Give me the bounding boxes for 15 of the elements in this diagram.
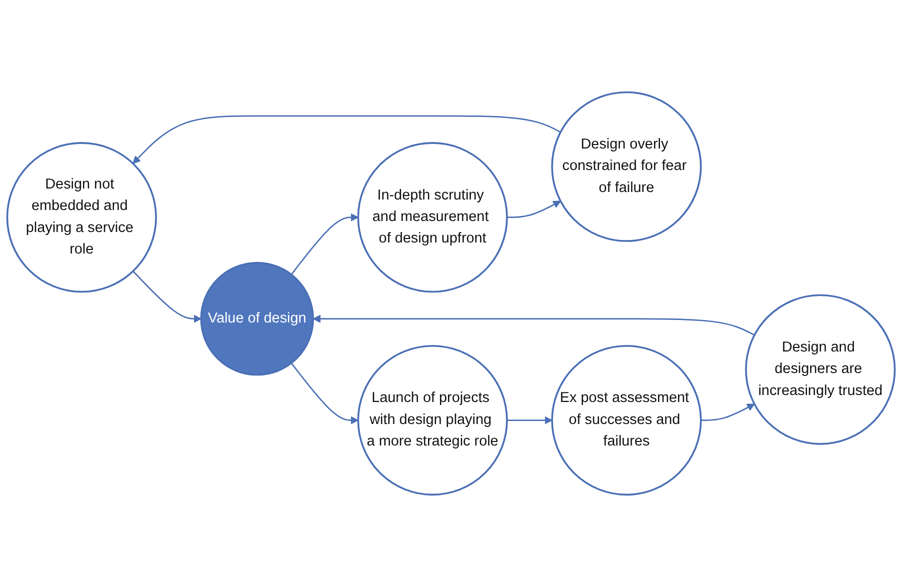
arrow [506, 416, 552, 424]
arrow [506, 200, 561, 218]
arrow [132, 270, 202, 322]
arrow [290, 362, 359, 424]
node-circle: Design and designers are increasingly trusted [745, 294, 896, 444]
node-circle: In-depth scrutiny and measurement of design upfront [357, 142, 508, 292]
node-circle: Design overly constrained for fear of failure [551, 90, 702, 242]
node-circle: Ex post assessment of successes and failures [551, 344, 702, 496]
arrow [312, 314, 755, 336]
arrow [132, 114, 561, 164]
node-circle: Value of design [200, 261, 314, 376]
node-circle: Design not embedded and playing a service role [6, 142, 157, 292]
node-circle: Launch of projects with design playing a more strategic role [357, 344, 508, 496]
arrow [290, 212, 359, 274]
arrow [700, 403, 755, 420]
